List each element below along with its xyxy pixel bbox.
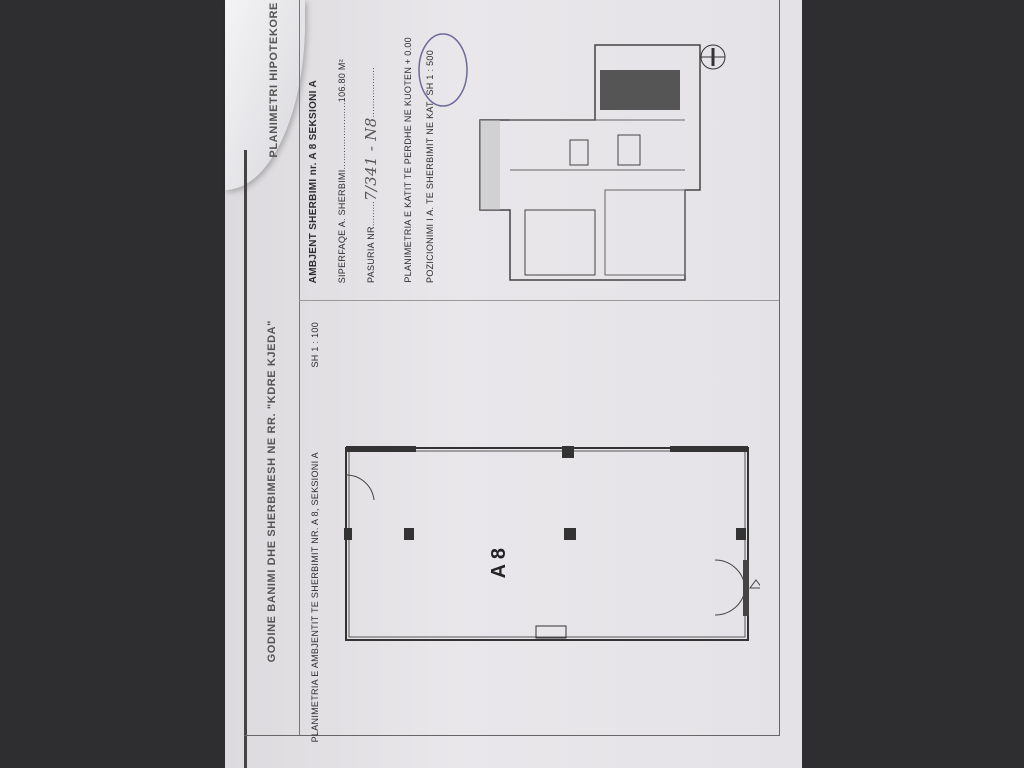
- site-position-plan: [479, 44, 701, 281]
- area-value: 106.80 M²: [337, 58, 347, 102]
- frame-border-right: [779, 0, 780, 736]
- property-label: PASURIA NR.: [366, 223, 376, 283]
- floor-plan-note: PLANIMETRIA E KATIT TE PERDHE NE KUOTEN …: [403, 37, 413, 283]
- north-arrow-icon: [700, 44, 726, 70]
- floor-plan-a8: [344, 446, 760, 641]
- position-note: POZICIONIMI I A. TE SHERBIMIT NE KAT: [425, 101, 435, 283]
- info-heading: AMBJENT SHERBIMI nr. A 8 SEKSIONI A: [308, 79, 319, 283]
- hipoteka-stamp: [418, 33, 468, 107]
- property-row: PASURIA NR.........7/341 - N8...........…: [362, 67, 380, 283]
- plan-caption: PLANIMETRIA E AMBJENTIT TE SHERBIMIT NR.…: [310, 451, 320, 742]
- plan-scale: SH 1 : 100: [310, 322, 320, 368]
- room-label: A 8: [488, 547, 510, 578]
- frame-border-left: [244, 150, 247, 768]
- header-right: PLANIMETRI HIPOTEKORE: [268, 2, 280, 158]
- area-row: SIPERFAQE A. SHERBIMI...................…: [337, 58, 347, 283]
- property-value: 7/341 - N8: [362, 117, 380, 201]
- area-label: SIPERFAQE A. SHERBIMI: [337, 169, 347, 283]
- building-title: GODINE BANIMI DHE SHERBIMESH NE RR. "KDR…: [266, 319, 278, 662]
- frame-divider: [299, 0, 300, 736]
- frame-section-divider: [299, 300, 779, 301]
- frame-border-bottom: [244, 735, 780, 736]
